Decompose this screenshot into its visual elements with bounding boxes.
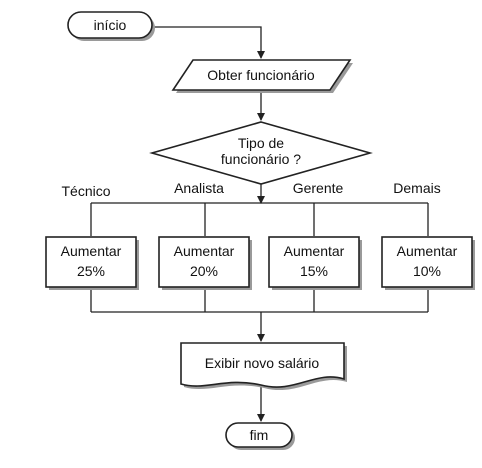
process-label-gerente-line1: Aumentar [284, 243, 345, 259]
output-label: Exibir novo salário [205, 355, 320, 371]
input-label: Obter funcionário [207, 67, 315, 83]
branch-label-demais: Demais [393, 180, 440, 196]
process-label-demais-line2: 10% [413, 263, 441, 279]
decision-label-line2: funcionário ? [221, 151, 301, 167]
process-box-demais: Aumentar 10% [382, 237, 475, 290]
end-node: fim [226, 423, 295, 450]
decision-label-line1: Tipo de [238, 135, 284, 151]
process-label-analista-line2: 20% [190, 263, 218, 279]
input-node: Obter funcionário [173, 60, 353, 93]
branch-label-analista: Analista [174, 180, 224, 196]
start-label: início [94, 17, 127, 33]
process-box-analista: Aumentar 20% [159, 237, 252, 290]
process-label-demais-line1: Aumentar [397, 243, 458, 259]
process-box-gerente: Aumentar 15% [269, 237, 362, 290]
process-label-gerente-line2: 15% [300, 263, 328, 279]
end-label: fim [250, 427, 269, 443]
decision-node: Tipo de funcionário ? [152, 122, 370, 184]
process-label-analista-line1: Aumentar [174, 243, 235, 259]
start-node: início [68, 12, 155, 41]
output-node: Exibir novo salário [181, 343, 347, 390]
branch-label-tecnico: Técnico [61, 183, 110, 199]
process-box-tecnico: Aumentar 25% [46, 237, 139, 290]
process-label-tecnico-line1: Aumentar [61, 243, 122, 259]
connector-start-to-input [153, 27, 261, 58]
branch-label-gerente: Gerente [293, 180, 344, 196]
process-label-tecnico-line2: 25% [77, 263, 105, 279]
